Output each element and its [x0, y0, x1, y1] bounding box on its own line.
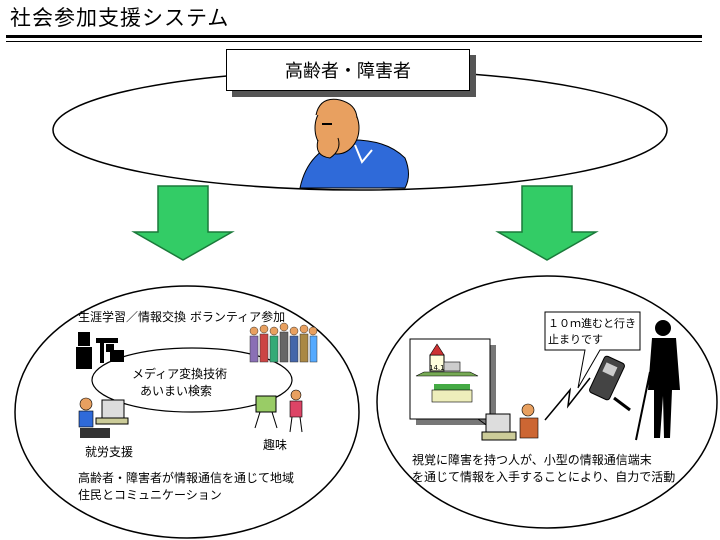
- seminar-illustration: [76, 332, 124, 369]
- landmark-card-illustration: [409, 338, 497, 433]
- right-caption-line1: 視覚に障害を持つ人が、小型の情報通信端末: [412, 453, 652, 467]
- page-title: 社会参加支援システム: [10, 6, 230, 30]
- work-support-label: 就労支援: [85, 445, 134, 459]
- left-panel-ellipse: [14, 285, 360, 539]
- media-loop: [91, 347, 293, 413]
- left-down-arrow: [131, 185, 235, 261]
- target-label: 高齢者・障害者: [285, 61, 411, 82]
- handheld-device-illustration: [589, 355, 631, 412]
- terminal-user-illustration: [481, 403, 539, 441]
- right-down-arrow: [495, 185, 599, 261]
- balloon-text-line1: １０ｍ進むと行き: [548, 317, 636, 330]
- activities-label: 生涯学習／情報交換 ボランティア参加: [78, 310, 286, 324]
- title-underline: [6, 35, 702, 38]
- landmark-sign: 14.1: [429, 364, 445, 372]
- media-conversion-label: メディア変換技術: [132, 367, 228, 381]
- title-underline-thin: [6, 41, 702, 42]
- balloon-text-line2: 止まりです: [548, 333, 603, 346]
- hobby-illustration: [254, 389, 303, 433]
- right-panel-ellipse: [376, 275, 718, 529]
- visually-impaired-person-illustration: [635, 320, 680, 441]
- volunteer-crowd-illustration: [249, 322, 318, 363]
- elderly-person-illustration: [299, 98, 409, 189]
- signal-zigzag: [544, 377, 591, 421]
- left-caption-line1: 高齢者・障害者が情報通信を通じて地域: [78, 471, 295, 485]
- speech-balloon: [544, 311, 641, 389]
- work-support-illustration: [78, 397, 129, 438]
- fuzzy-search-label: あいまい検索: [140, 384, 213, 398]
- left-caption-line2: 住民とコミュニケーション: [78, 488, 222, 502]
- right-caption-line2: を通じて情報を入手することにより、自力で活動: [412, 470, 676, 484]
- elderly-disabled-label-box: 高齢者・障害者: [226, 49, 470, 91]
- hobby-label: 趣味: [263, 438, 288, 452]
